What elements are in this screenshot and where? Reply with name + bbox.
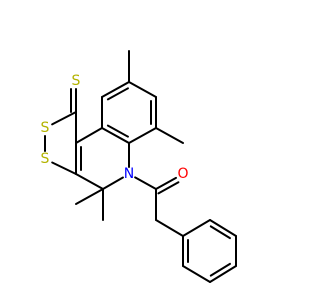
bond bbox=[75, 173, 104, 190]
bond bbox=[106, 124, 129, 138]
bond bbox=[182, 265, 211, 283]
bond bbox=[128, 81, 157, 98]
bond bbox=[134, 176, 157, 190]
bond bbox=[128, 127, 157, 144]
bond bbox=[157, 181, 180, 195]
bond bbox=[209, 265, 237, 283]
bond bbox=[182, 219, 211, 237]
atom-O-carbonyl: O bbox=[177, 166, 188, 182]
bond bbox=[101, 81, 130, 98]
atom-label-S: S bbox=[41, 151, 50, 167]
atom-S-thione: S bbox=[72, 73, 81, 89]
atom-S-ring2: S bbox=[41, 151, 50, 167]
atom-label-O: O bbox=[177, 166, 188, 182]
bonds bbox=[44, 50, 237, 283]
atom-label-S: S bbox=[41, 120, 50, 136]
bond bbox=[51, 111, 77, 126]
bond bbox=[155, 127, 184, 144]
bond bbox=[102, 176, 124, 190]
bond bbox=[75, 188, 104, 205]
bond bbox=[155, 176, 178, 190]
bond bbox=[106, 87, 129, 101]
bond bbox=[209, 219, 237, 237]
bond bbox=[155, 219, 184, 237]
atom-label-N: N bbox=[124, 166, 134, 182]
atom-S-ring1: S bbox=[41, 120, 50, 136]
atom-label-S: S bbox=[72, 73, 81, 89]
bond bbox=[209, 225, 231, 240]
bond bbox=[101, 127, 130, 144]
canvas-background bbox=[0, 0, 300, 300]
bond bbox=[209, 262, 231, 277]
bond bbox=[51, 161, 77, 175]
atom-N-ring: N bbox=[124, 166, 134, 182]
bond bbox=[75, 127, 103, 144]
